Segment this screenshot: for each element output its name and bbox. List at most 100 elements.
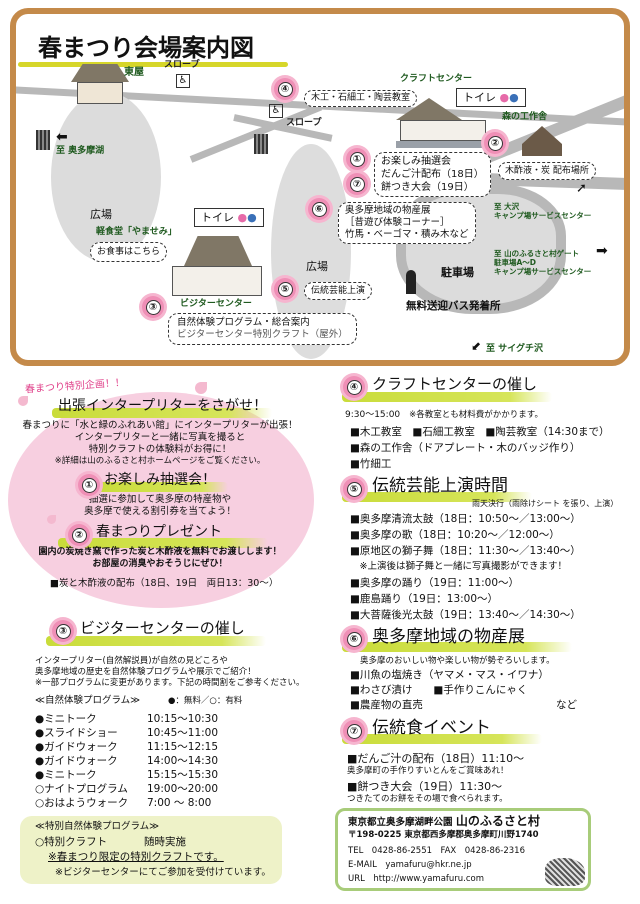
contact-tel: TEL 0428-86-2551 FAX 0428-86-2316	[348, 846, 525, 856]
visitor-text: インタープリター(自然解説員)が自然の見どころや奥多摩地域の歴史を自然体験プログ…	[35, 656, 305, 688]
craft-items: ■木工教室 ■石細工教室 ■陶芸教室（14:30まで）■森の工作舎（ドアプレート…	[350, 426, 610, 470]
plaza-area	[51, 92, 161, 262]
flower-number-icon: ⑤	[274, 278, 296, 300]
products-items: ■川魚の塩焼き（ヤマメ・マス・イワナ）■わさび漬け ■手作りこんにゃく■農産物の…	[350, 669, 549, 711]
craft-center-label: クラフトセンター	[400, 74, 473, 84]
visitor-title: ビジターセンターの催し	[80, 619, 245, 637]
special-program-name: ○特別クラフト	[35, 836, 108, 848]
to-saiguchi-label: 至 サイグチ沢	[486, 344, 543, 354]
gate-icon	[254, 134, 268, 154]
brush-underline	[98, 482, 228, 492]
program-name: ●スライドショー	[35, 727, 118, 739]
gate-icon	[36, 130, 50, 150]
program-time: 14:00～14:30	[147, 755, 219, 767]
food-item-1-note: 奥多摩町の手作りすいとんをご賞味あれ！	[347, 766, 509, 776]
products-etc: など	[556, 699, 577, 711]
food-item-2-note: つきたてのお餅をその場で食べられます。	[347, 794, 508, 804]
products-intro: 奥多摩のおいしい物や楽しい物が勢ぞろいします。	[360, 656, 555, 666]
flower-number-icon: ⑤	[343, 478, 365, 500]
craft-time: 9:30～15:00 ※各教室とも材料費がかかります。	[345, 410, 543, 420]
brush-underline	[342, 734, 542, 744]
bus-stop-label: 無料送迎バス発着所	[406, 300, 501, 312]
bus-stop-icon	[406, 270, 416, 294]
petal-decoration	[47, 515, 56, 524]
flower-number-icon: ⑦	[346, 173, 368, 195]
azumaya-label: 東屋	[124, 67, 144, 78]
mori-label: 森の工作舎	[502, 112, 548, 122]
map-title: 春まつり会場案内図	[38, 34, 254, 62]
contact-email: E-MAIL yamafuru@hkr.ne.jp	[348, 860, 472, 870]
performing-title: 伝統芸能上演時間	[372, 476, 508, 496]
lottery-text: 抽選に参加して奥多摩の特産物や奥多摩で使える割引券を当てよう！	[84, 494, 236, 517]
present-title: 春まつりプレゼント	[96, 524, 222, 540]
rain-note: 雨天決行（雨除けシート を張り、上演）	[472, 499, 619, 508]
special-program-header: ≪特別自然体験プログラム≫	[35, 821, 160, 832]
to-okutamako-label: 至 奥多摩湖	[56, 146, 105, 156]
toilet-sign: トイレ ●●	[194, 208, 264, 227]
wheelchair-icon: ♿	[176, 74, 190, 88]
yamasemi-label: 軽食堂「やませみ」	[96, 227, 177, 237]
program-name: ●ガイドウォーク	[35, 741, 118, 753]
to-camp-label: 至 大沢キャンプ場サービスセンター	[494, 202, 592, 220]
petal-decoration	[195, 382, 207, 394]
program-name: ●ミニトーク	[35, 769, 97, 781]
contact-box	[335, 808, 591, 891]
craft-title: クラフトセンターの催し	[372, 375, 538, 393]
flower-number-icon: ⑥	[308, 198, 330, 220]
flower-number-icon: ①	[78, 474, 100, 496]
special-program-box	[20, 816, 282, 884]
toilet-sign: トイレ ●●	[456, 88, 526, 107]
map-box-4: 木工・石細工・陶芸教室	[304, 90, 418, 107]
program-name: ○ナイトプログラム	[35, 783, 128, 795]
performing-items: ■奥多摩清流太鼓（18日：10:50～／13:00～）■奥多摩の歌（18日：10…	[350, 513, 581, 621]
flower-number-icon: ⑦	[343, 720, 365, 742]
arrow-icon: ➚	[576, 181, 587, 196]
brush-underline	[342, 642, 572, 652]
food-item-2: ■餅つき大会（19日）11:30～	[347, 780, 503, 793]
contact-org: 東京都立奥多摩湖畔公園 山のふるさと村	[348, 814, 540, 828]
flower-number-icon: ①	[346, 148, 368, 170]
special-title: 出張インタープリターをさがせ！	[58, 398, 268, 414]
flower-number-icon: ③	[142, 296, 164, 318]
special-text: 春まつりに「水と緑のふれあい館」にインタープリターが出張！インタープリターと一緒…	[22, 420, 298, 466]
contact-url: URL http://www.yamafuru.com	[348, 874, 485, 884]
contact-address: 〒198-0225 東京都西多摩郡奥多摩町川野1740	[348, 830, 539, 840]
wheelchair-icon: ♿	[269, 104, 283, 118]
parking-label: 駐車場	[441, 266, 474, 279]
program-name: ○おはようウォーク	[35, 797, 129, 809]
map-box-6: 奥多摩地域の物産展［昔遊び体験コーナー］竹馬・ベーゴマ・積み木など	[338, 202, 476, 244]
flower-number-icon: ④	[274, 78, 296, 100]
special-program-reception: ※ビジターセンターにてご参加を受付けています。	[55, 867, 271, 878]
present-item: ■炭と木酢液の配布（18日、19日 両日13：30～）	[50, 578, 279, 589]
program-time: 7:00 ～ 8:00	[147, 797, 212, 809]
brush-underline	[58, 538, 268, 548]
azumaya-building	[71, 64, 129, 106]
program-time: 19:00～20:00	[147, 783, 219, 795]
program-name: ●ミニトーク	[35, 713, 97, 725]
products-title: 奥多摩地域の物産展	[372, 627, 525, 647]
slope-label: スロープ	[286, 118, 322, 128]
program-time: 11:15～12:15	[147, 741, 219, 753]
kingfisher-bird-illustration	[545, 858, 585, 886]
map-box-3: 自然体験プログラム・総合案内ビジターセンター特別クラフト（屋外）	[168, 313, 357, 345]
arrow-down-icon: ⬋	[471, 339, 482, 353]
meal-box: お食事はこちら	[90, 242, 168, 262]
program-time: 10:15～10:30	[147, 713, 219, 725]
lottery-title: お楽しみ抽選会！	[104, 472, 216, 488]
plaza-label: 広場	[90, 208, 112, 221]
program-legend: ●：無料／○：有料	[168, 696, 243, 706]
program-header: ≪自然体験プログラム≫	[35, 695, 141, 706]
title-underline	[18, 62, 288, 67]
slope-label: スロープ	[164, 60, 200, 70]
special-ellipse	[8, 392, 314, 608]
brush-underline	[342, 492, 532, 502]
flower-number-icon: ⑥	[343, 628, 365, 650]
venue-map: 春まつり会場案内図 東屋 スロープ ♿ ♿ スロープ ⬅ 至 奥多摩湖 広場 軽…	[10, 8, 630, 366]
special-program-time: 随時実施	[144, 836, 186, 848]
flower-number-icon: ②	[68, 524, 90, 546]
program-time: 15:15～15:30	[147, 769, 219, 781]
map-box-2: 木酢液・炭 配布場所	[498, 162, 596, 180]
plaza-label: 広場	[306, 260, 328, 273]
flower-number-icon: ④	[343, 376, 365, 398]
